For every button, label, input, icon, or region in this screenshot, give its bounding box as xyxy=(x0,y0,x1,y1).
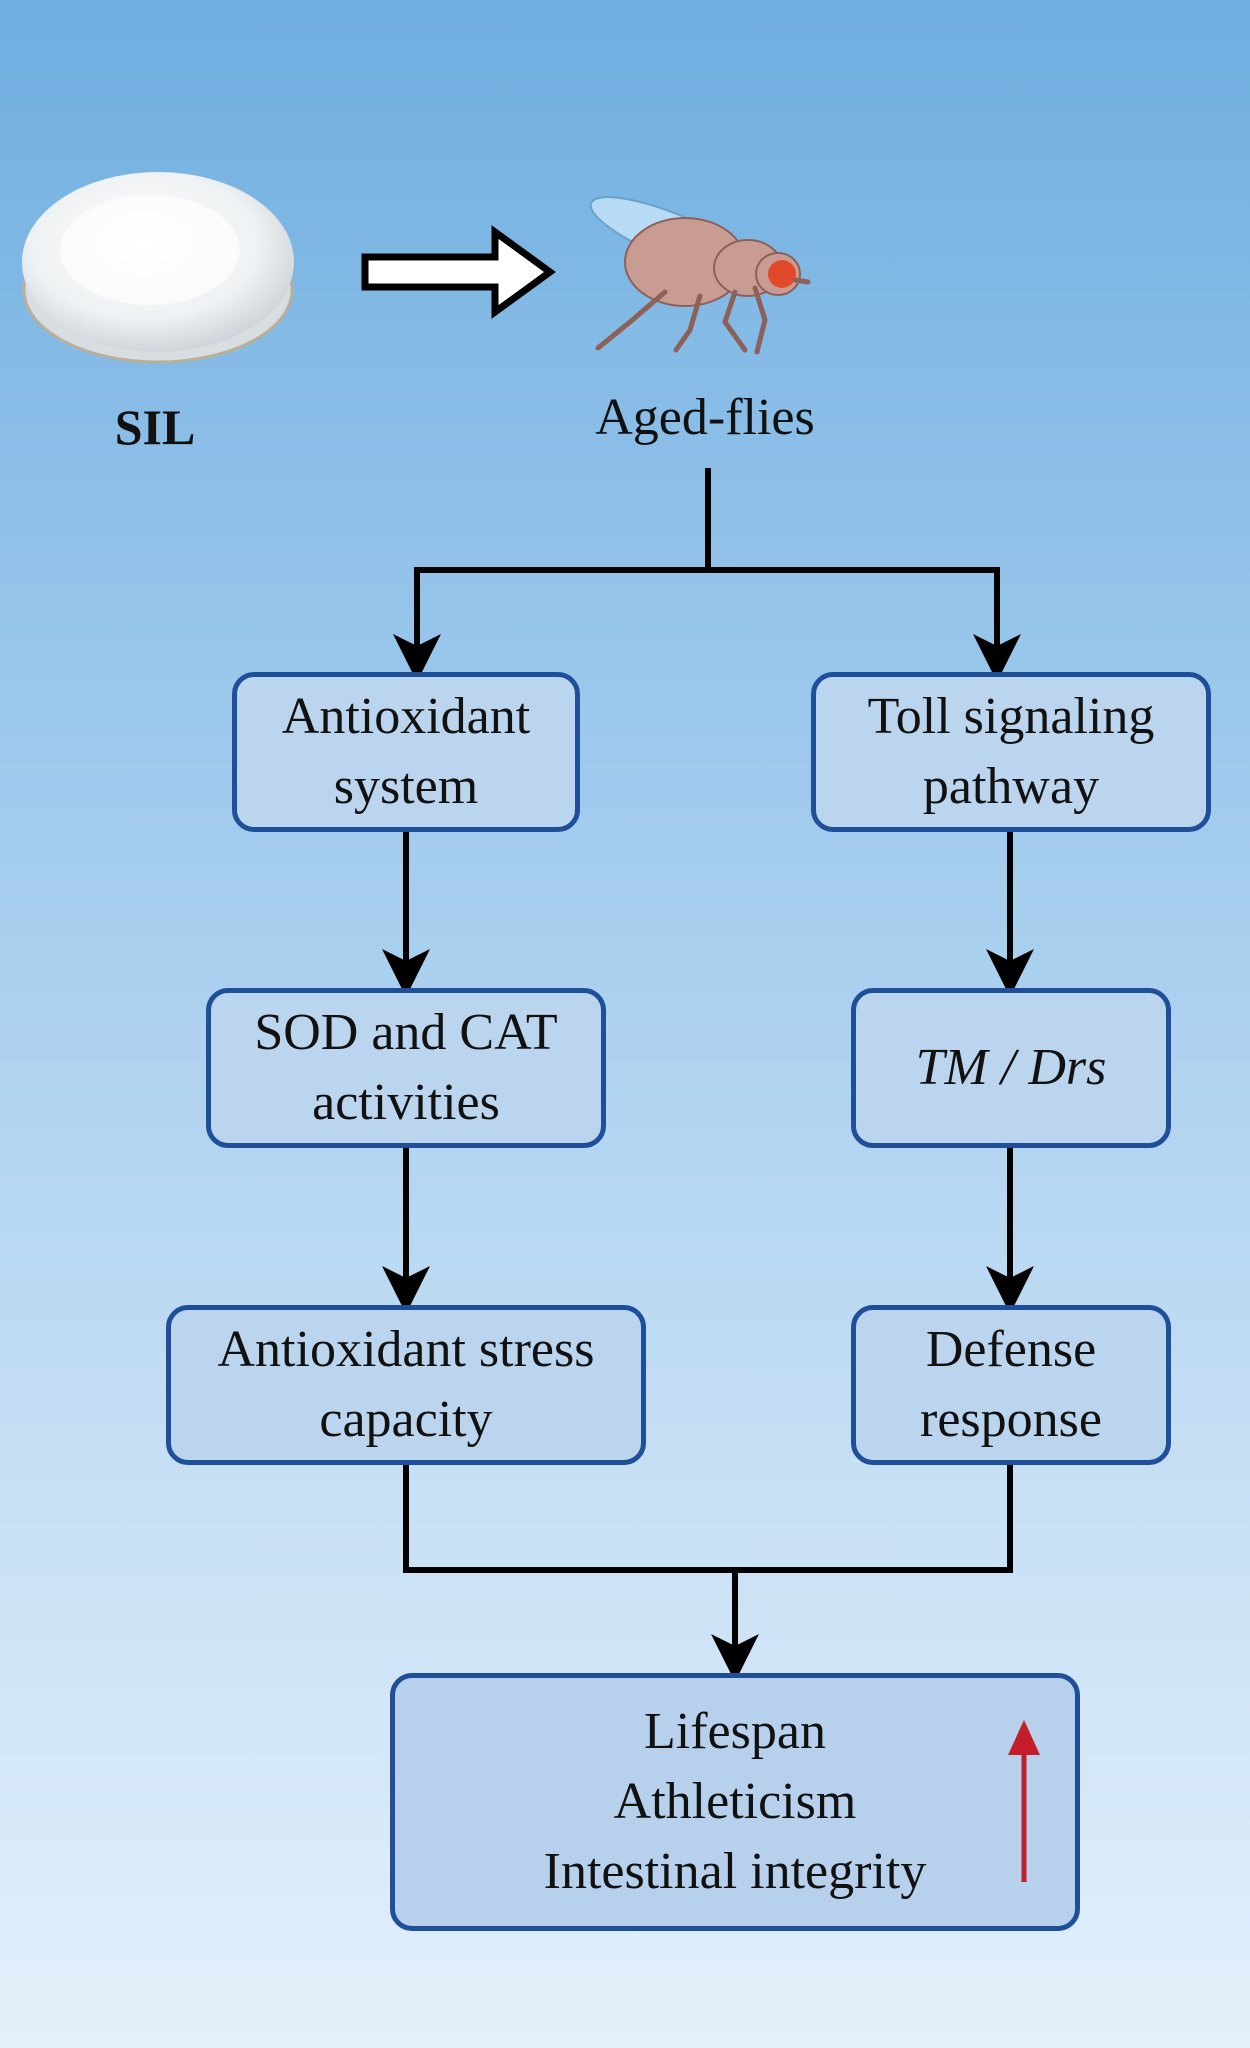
box-line: response xyxy=(920,1391,1102,1448)
sod-cat-activities-box: SOD and CAT activities xyxy=(206,988,606,1148)
hollow-arrow-icon xyxy=(361,225,556,319)
outcome-item: Athleticism xyxy=(613,1773,857,1830)
subject-label: Aged-flies xyxy=(595,389,815,446)
box-line: TM / Drs xyxy=(915,1039,1107,1096)
box-line: Defense xyxy=(925,1321,1097,1378)
fly-icon xyxy=(589,196,811,355)
box-line: Antioxidant stress xyxy=(217,1321,595,1378)
tm-drs-box: TM / Drs xyxy=(851,988,1171,1148)
box-line: system xyxy=(333,758,479,815)
box-line: capacity xyxy=(319,1391,493,1448)
toll-signaling-box: Toll signaling pathway xyxy=(811,672,1211,832)
box-line: Toll signaling xyxy=(867,688,1155,745)
outcome-item: Lifespan xyxy=(644,1703,826,1760)
antioxidant-stress-capacity-box: Antioxidant stress capacity xyxy=(166,1305,646,1465)
box-line: SOD and CAT xyxy=(254,1004,558,1061)
input-label: SIL xyxy=(114,399,196,455)
up-arrow-icon xyxy=(1008,1720,1040,1882)
antioxidant-system-box: Antioxidant system xyxy=(232,672,580,832)
box-line: activities xyxy=(312,1074,500,1131)
box-line: pathway xyxy=(922,758,1100,815)
outcome-item: Intestinal integrity xyxy=(543,1843,927,1900)
box-line: Antioxidant xyxy=(281,688,531,745)
outcome-box: Lifespan Athleticism Intestinal integrit… xyxy=(390,1673,1080,1931)
powder-dish-icon xyxy=(22,172,294,364)
defense-response-box: Defense response xyxy=(851,1305,1171,1465)
